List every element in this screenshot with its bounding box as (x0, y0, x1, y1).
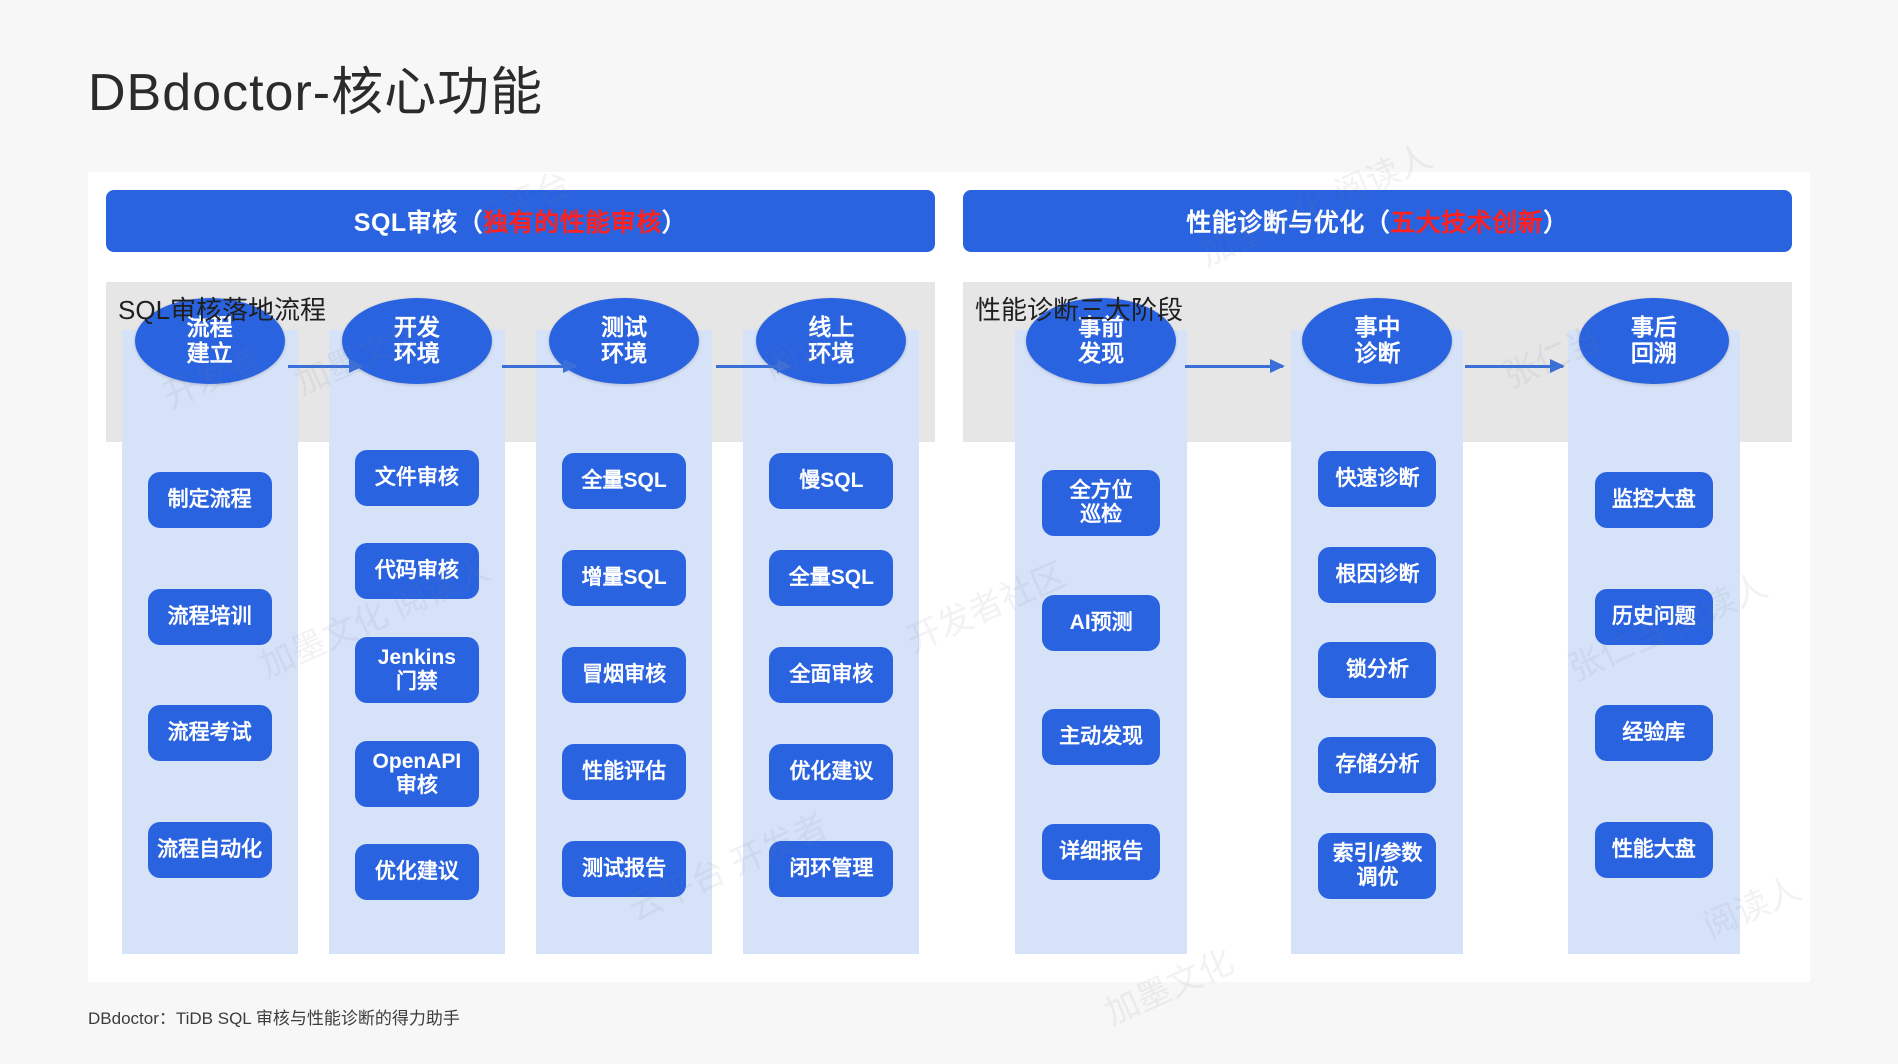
feature-pill[interactable]: 性能大盘 (1594, 821, 1713, 878)
panel-banner-perf-diagnosis: 性能诊断与优化（五大技术创新） (963, 190, 1792, 252)
feature-list: 制定流程 流程培训 流程考试 流程自动化 (122, 406, 298, 954)
stage-node-during[interactable]: 事中 诊断 (1302, 298, 1453, 384)
feature-pill[interactable]: 根因诊断 (1318, 546, 1437, 603)
feature-pill[interactable]: 文件审核 (354, 449, 479, 506)
feature-pill[interactable]: 冒烟审核 (562, 647, 687, 703)
stage-line-2: 诊断 (1354, 340, 1401, 366)
stage-arrow-2 (1465, 359, 1565, 373)
section-label-sql-flow: SQL审核落地流程 (118, 295, 327, 325)
flow-column-test-env: 测试 环境 全量SQL 增量SQL 冒烟审核 性能评估 测试报告 (536, 298, 713, 954)
banner-highlight-text: 独有的性能审核 (483, 209, 662, 237)
columns-left: 流程 建立 制定流程 流程培训 流程考试 流程自动化 开发 环境 (106, 298, 935, 954)
feature-pill[interactable]: 锁分析 (1318, 641, 1437, 698)
stage-column-after: 事后 回溯 监控大盘 历史问题 经验库 性能大盘 (1567, 298, 1740, 954)
stage-arrow-1 (1185, 359, 1285, 373)
stage-line-1: 事后 (1630, 314, 1677, 341)
feature-pill[interactable]: 制定流程 (147, 472, 272, 529)
content-card: SQL审核（独有的性能审核） SQL审核落地流程 流程 建立 制定流程 流程培训… (88, 172, 1810, 982)
feature-pill[interactable]: 优化建议 (354, 844, 479, 901)
feature-pill[interactable]: 监控大盘 (1594, 472, 1713, 529)
feature-pill[interactable]: 经验库 (1594, 705, 1713, 762)
page-title: DBdoctor-核心功能 (88, 64, 544, 122)
feature-pill[interactable]: 存储分析 (1318, 737, 1437, 794)
columns-right: 事前 发现 全方位巡检 AI预测 主动发现 详细报告 事中 诊断 (963, 298, 1792, 954)
stage-line-2: 环境 (393, 340, 440, 366)
feature-pill[interactable]: 代码审核 (354, 543, 479, 600)
banner-main-text: 性能诊断与优化（ (1186, 209, 1391, 237)
stage-line-1: 事前 (1078, 314, 1125, 341)
feature-pill[interactable]: 增量SQL (562, 550, 687, 606)
feature-list: 监控大盘 历史问题 经验库 性能大盘 (1568, 406, 1740, 954)
feature-pill[interactable]: 快速诊断 (1318, 451, 1437, 508)
banner-tail-text: ） (661, 209, 688, 237)
feature-pill[interactable]: 闭环管理 (769, 841, 894, 897)
flow-arrow-1 (288, 359, 364, 373)
feature-pill[interactable]: 流程自动化 (147, 821, 272, 878)
panel-perf-diagnosis: 性能诊断与优化（五大技术创新） 性能诊断三大阶段 事前 发现 全方位巡检 AI预… (963, 190, 1792, 962)
feature-pill[interactable]: 主动发现 (1042, 709, 1161, 766)
stage-node-dev-env[interactable]: 开发 环境 (341, 298, 492, 384)
footer-caption: DBdoctor：TiDB SQL 审核与性能诊断的得力助手 (88, 1009, 460, 1028)
banner-main-text: SQL审核（ (353, 209, 484, 237)
feature-pill[interactable]: 全量SQL (562, 453, 687, 509)
feature-pill[interactable]: 全量SQL (769, 550, 894, 606)
feature-pill[interactable]: 流程考试 (147, 705, 272, 762)
flow-column-online-env: 线上 环境 慢SQL 全量SQL 全面审核 优化建议 闭环管理 (743, 298, 920, 954)
stage-line-2: 建立 (186, 340, 233, 366)
flow-arrow-2 (502, 359, 578, 373)
stage-node-process-setup[interactable]: 流程 建立 (134, 298, 285, 384)
stage-line-2: 环境 (601, 340, 648, 366)
stage-column-during: 事中 诊断 快速诊断 根因诊断 锁分析 存储分析 索引/参数调优 (1291, 298, 1464, 954)
stage-line-1: 事中 (1354, 314, 1401, 341)
panel-banner-sql-audit: SQL审核（独有的性能审核） (106, 190, 935, 252)
feature-pill[interactable]: 索引/参数调优 (1318, 832, 1437, 899)
banner-tail-text: ） (1543, 209, 1569, 237)
feature-pill[interactable]: 历史问题 (1594, 588, 1713, 645)
section-label-perf-stages: 性能诊断三大阶段 (975, 295, 1184, 325)
feature-list: 全量SQL 增量SQL 冒烟审核 性能评估 测试报告 (536, 406, 712, 954)
feature-pill[interactable]: 流程培训 (147, 588, 272, 645)
stage-line-1: 流程 (186, 314, 233, 341)
stage-line-2: 回溯 (1630, 340, 1677, 366)
stage-line-1: 开发 (393, 314, 440, 341)
stage-node-after[interactable]: 事后 回溯 (1578, 298, 1729, 384)
feature-pill[interactable]: 慢SQL (769, 453, 894, 509)
feature-pill[interactable]: 全方位巡检 (1042, 470, 1161, 537)
flow-column-process-setup: 流程 建立 制定流程 流程培训 流程考试 流程自动化 (121, 298, 298, 954)
feature-pill[interactable]: 优化建议 (769, 744, 894, 800)
feature-pill[interactable]: 测试报告 (562, 841, 687, 897)
stage-line-1: 线上 (808, 314, 855, 341)
flow-arrow-3 (716, 359, 792, 373)
feature-pill[interactable]: 详细报告 (1042, 823, 1161, 880)
feature-list: 慢SQL 全量SQL 全面审核 优化建议 闭环管理 (743, 406, 919, 954)
feature-pill[interactable]: 性能评估 (562, 744, 687, 800)
feature-pill[interactable]: 全面审核 (769, 647, 894, 703)
stage-column-before: 事前 发现 全方位巡检 AI预测 主动发现 详细报告 (1015, 298, 1188, 954)
stage-line-2: 发现 (1078, 340, 1125, 366)
panel-sql-audit: SQL审核（独有的性能审核） SQL审核落地流程 流程 建立 制定流程 流程培训… (106, 190, 935, 962)
stage-node-before[interactable]: 事前 发现 (1026, 298, 1177, 384)
banner-highlight-text: 五大技术创新 (1390, 209, 1544, 237)
feature-list: 快速诊断 根因诊断 锁分析 存储分析 索引/参数调优 (1291, 406, 1463, 954)
stage-line-1: 测试 (601, 314, 648, 341)
stage-line-2: 环境 (808, 340, 855, 366)
feature-list: 全方位巡检 AI预测 主动发现 详细报告 (1015, 406, 1187, 954)
feature-pill[interactable]: AI预测 (1042, 594, 1161, 651)
